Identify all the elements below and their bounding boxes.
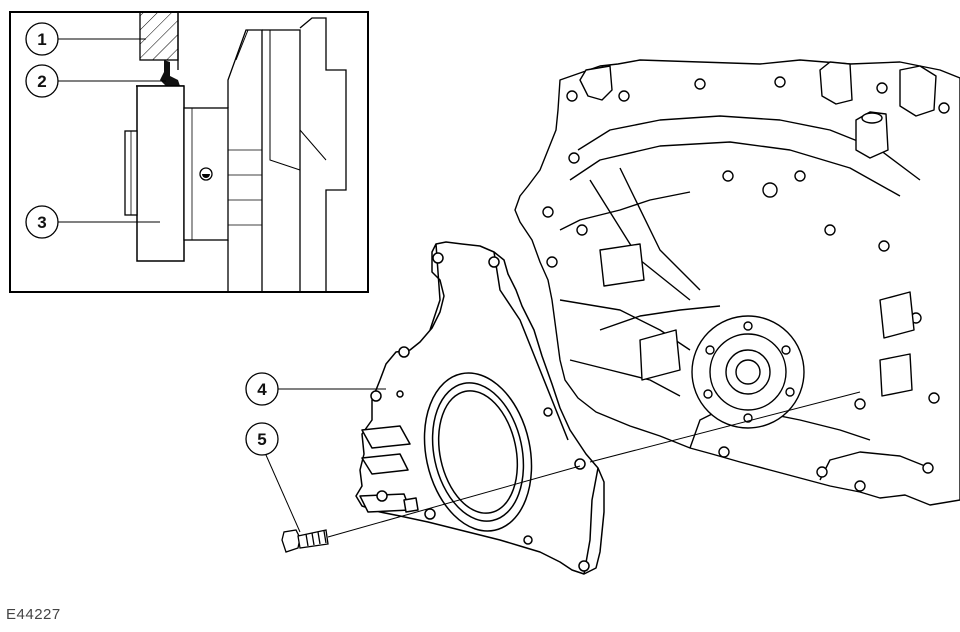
bolt — [281, 529, 329, 553]
callout-1: 1 — [25, 22, 146, 56]
seal-lip — [160, 60, 180, 86]
carrier-bolt-holes — [370, 252, 590, 572]
seal-protector — [136, 85, 185, 262]
callout-4: 4 — [245, 372, 386, 406]
callout-5-label: 5 — [257, 430, 266, 449]
callout-4-label: 4 — [257, 380, 267, 399]
callout-2-label: 2 — [37, 72, 46, 91]
callout-1-label: 1 — [37, 30, 46, 49]
alignment-lines — [327, 391, 861, 538]
figure-id: E44227 — [6, 606, 61, 623]
detail-inset: 1 2 3 — [9, 11, 369, 293]
hatched-section — [139, 13, 179, 61]
flange-bolt-holes — [542, 76, 950, 492]
callout-3-label: 3 — [37, 213, 46, 232]
callout-2: 2 — [25, 64, 166, 98]
engine-block — [514, 59, 960, 506]
callout-5: 5 — [245, 422, 301, 533]
crankshaft-hub — [691, 315, 805, 429]
callout-3: 3 — [25, 205, 160, 239]
rear-seal-carrier — [355, 241, 605, 575]
